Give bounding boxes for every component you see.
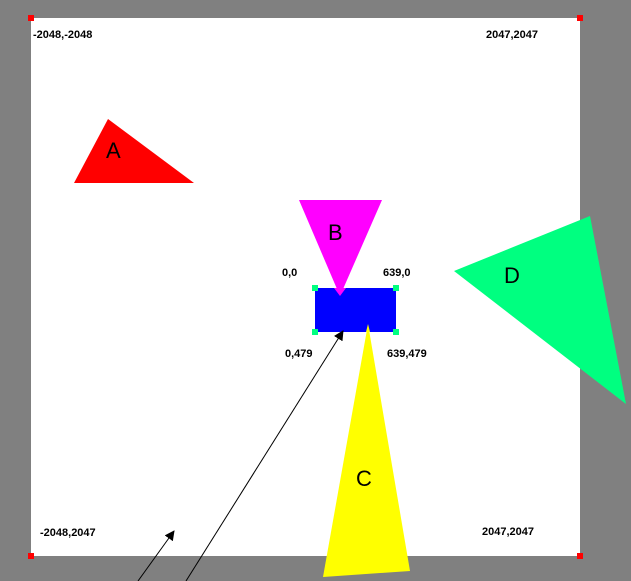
canvas-label-bottom-right: 2047,2047 (482, 526, 534, 538)
canvas-corner-marker-bottom-left (28, 553, 34, 559)
viewport-corner-marker-bottom-left (312, 329, 318, 335)
viewport-corner-marker-bottom-right (393, 329, 399, 335)
triangle-a (74, 119, 194, 183)
canvas-corner-marker-top-right (577, 15, 583, 21)
viewport-corner-marker-top-left (312, 285, 318, 291)
viewport-corner-marker-top-right (393, 285, 399, 291)
triangle-b-tip (334, 288, 346, 296)
triangle-c (323, 324, 410, 577)
triangle-b-label: B (328, 220, 343, 245)
triangle-a-label: A (106, 138, 121, 163)
viewport-label-top-right: 639,0 (383, 267, 411, 279)
triangle-c-label: C (356, 466, 372, 491)
viewport-label-bottom-left: 0,479 (285, 348, 313, 360)
triangle-b (299, 200, 382, 296)
viewport-label-bottom-right: 639,479 (387, 348, 427, 360)
pointer-arrow-to-viewport (185, 330, 344, 581)
viewport-rect (315, 288, 396, 332)
triangle-d-label: D (504, 263, 520, 288)
viewport-label-top-left: 0,0 (282, 267, 297, 279)
pointer-arrow-to-canvas (137, 530, 175, 581)
canvas-label-bottom-left: -2048,2047 (40, 527, 96, 539)
canvas-label-top-left: -2048,-2048 (33, 29, 92, 41)
canvas-corner-marker-top-left (28, 15, 34, 21)
canvas-label-top-right: 2047,2047 (486, 29, 538, 41)
triangle-c-tip (366, 324, 370, 332)
canvas-corner-marker-bottom-right (577, 553, 583, 559)
triangle-d (454, 216, 626, 404)
